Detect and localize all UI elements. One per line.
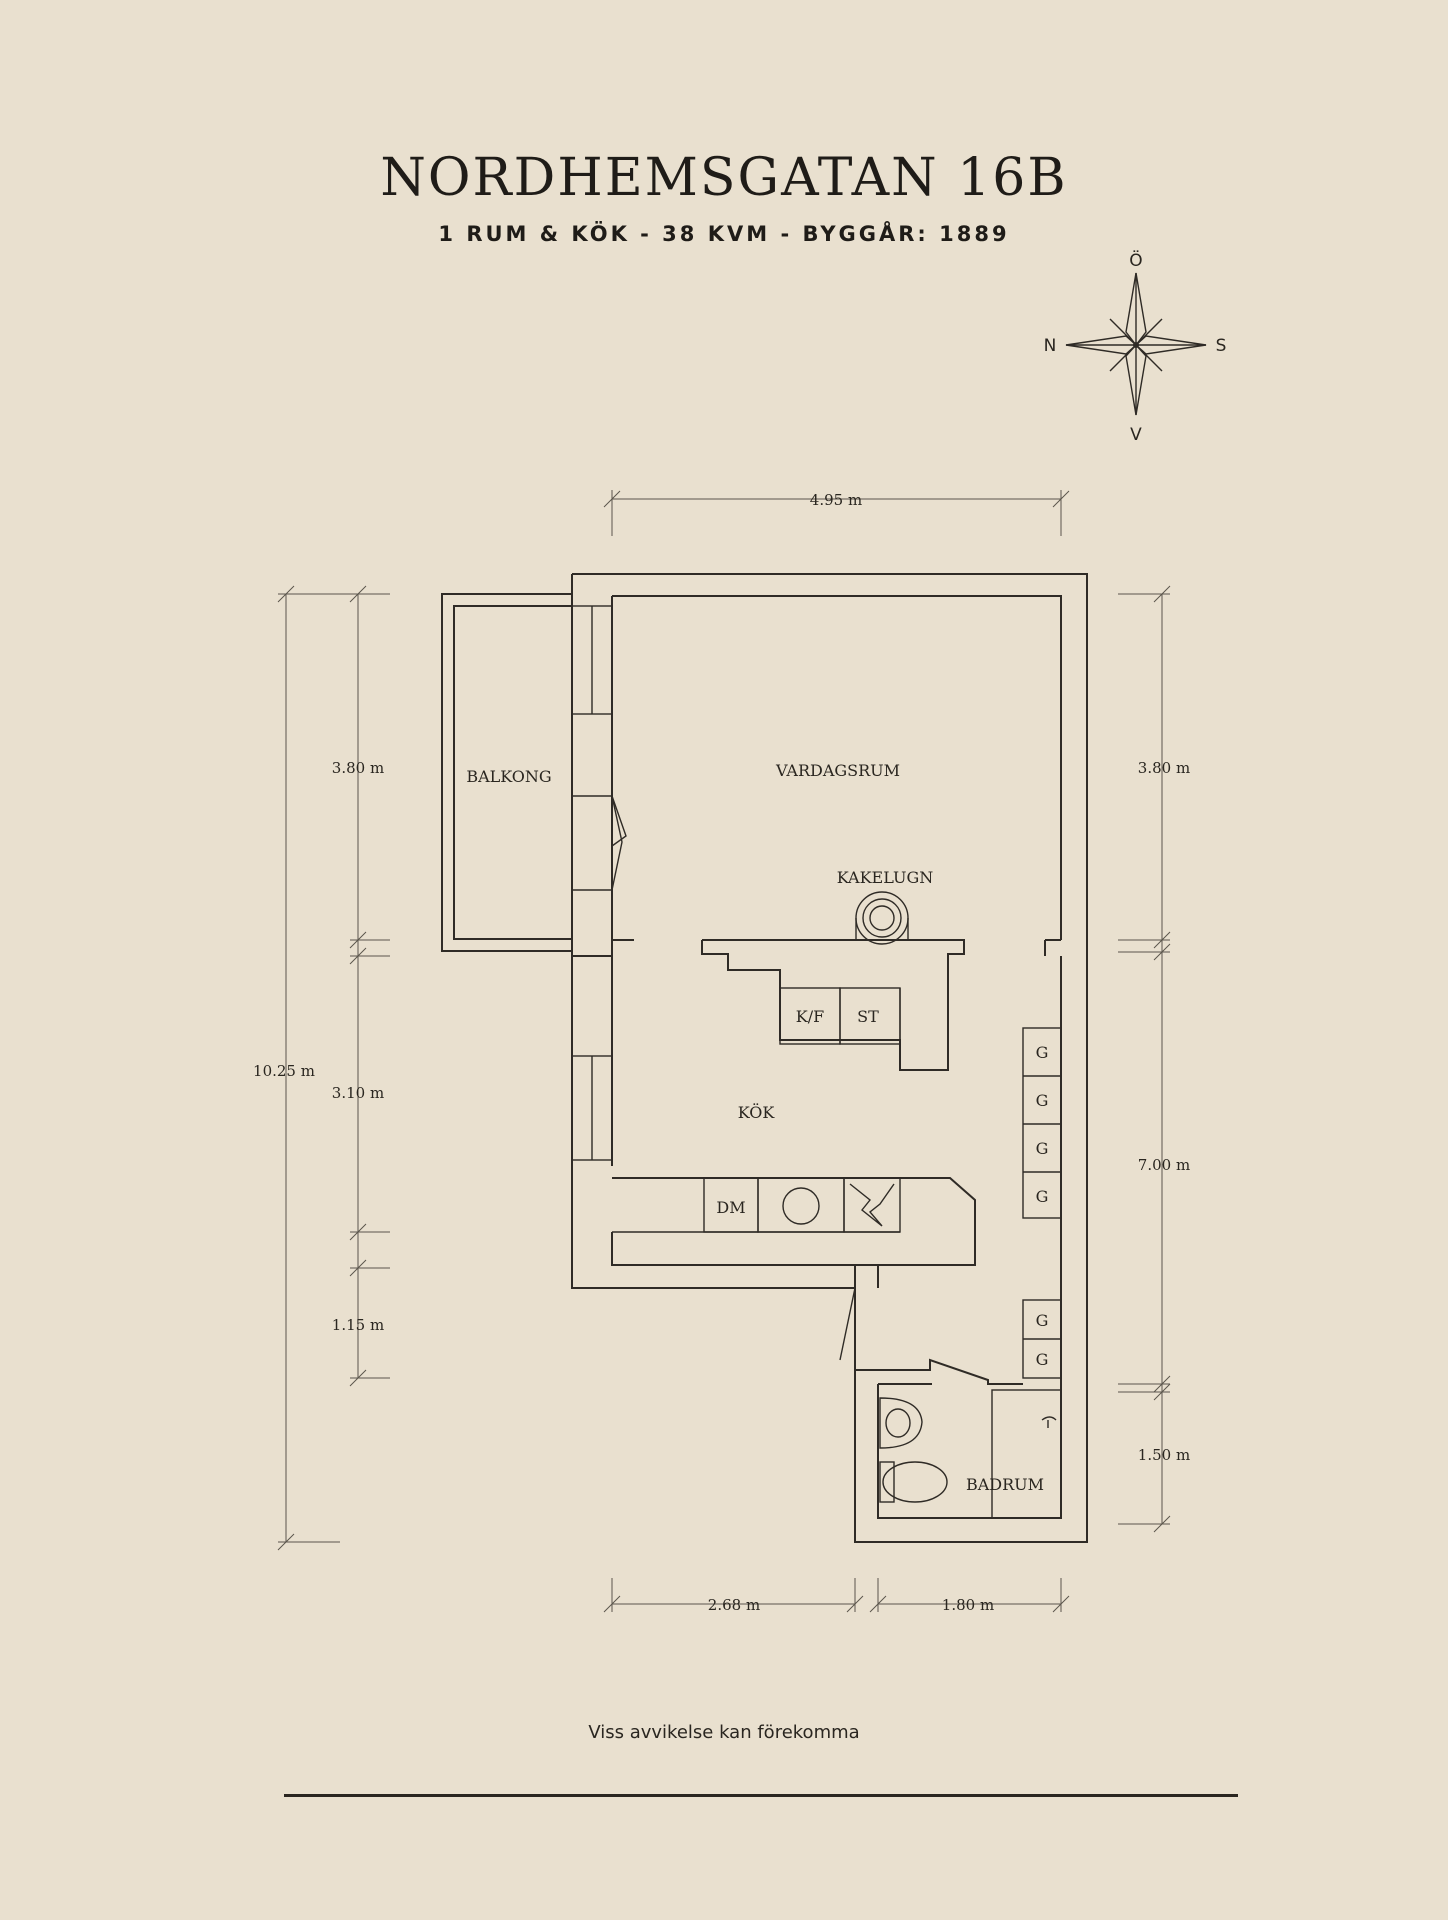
compass-north-label: N (1044, 336, 1057, 356)
compass-east-label: Ö (1129, 249, 1142, 271)
property-summary: 1 RUM & KÖK - 38 KVM - BYGGÅR: 1889 (438, 222, 1010, 246)
wardrobe-label: G (1036, 1311, 1049, 1330)
dim-right-upper: 3.80 m (1138, 759, 1190, 777)
dim-left-middle: 3.10 m (332, 1084, 384, 1102)
fixture-label-fridge-freezer: K/F (796, 1007, 824, 1026)
compass-rose: Ö V N S (1044, 249, 1227, 445)
dim-left-total: 10.25 m (253, 1062, 315, 1080)
kakelugn-stove (855, 891, 909, 945)
room-label-balkong: BALKONG (466, 767, 551, 786)
room-label-kok: KÖK (738, 1102, 776, 1122)
lower-counter (612, 1177, 976, 1266)
dim-right-lower: 1.50 m (1138, 1446, 1190, 1464)
wardrobe-label: G (1036, 1187, 1049, 1206)
wardrobes (1022, 1027, 1062, 1379)
dim-left-upper: 3.80 m (332, 759, 384, 777)
fixture-label-stove: ST (857, 1007, 879, 1026)
room-label-vardagsrum: VARDAGSRUM (775, 761, 900, 780)
dim-left-lower: 1.15 m (332, 1316, 384, 1334)
dim-bottom-left: 2.68 m (708, 1596, 760, 1614)
dimension-lines (277, 490, 1171, 1613)
wardrobe-label: G (1036, 1350, 1049, 1369)
room-label-badrum: BADRUM (966, 1475, 1044, 1494)
divider (284, 1794, 1238, 1797)
wardrobe-label: G (1036, 1043, 1049, 1062)
wardrobe-label: G (1036, 1139, 1049, 1158)
compass-south-label: S (1216, 336, 1227, 356)
page-title: NORDHEMSGATAN 16B (380, 148, 1068, 208)
dim-right-middle: 7.00 m (1138, 1156, 1190, 1174)
compass-west-label: V (1130, 425, 1142, 445)
wardrobe-label: G (1036, 1091, 1049, 1110)
walls (441, 573, 1088, 1543)
dim-bottom-right: 1.80 m (942, 1596, 994, 1614)
bathroom (839, 1287, 1062, 1519)
disclaimer: Viss avvikelse kan förekomma (588, 1722, 860, 1743)
fixture-label-dishwasher: DM (716, 1198, 745, 1217)
kitchen-counter (701, 939, 965, 1071)
dim-top-width: 4.95 m (810, 491, 862, 509)
label-kakelugn: KAKELUGN (837, 868, 934, 887)
